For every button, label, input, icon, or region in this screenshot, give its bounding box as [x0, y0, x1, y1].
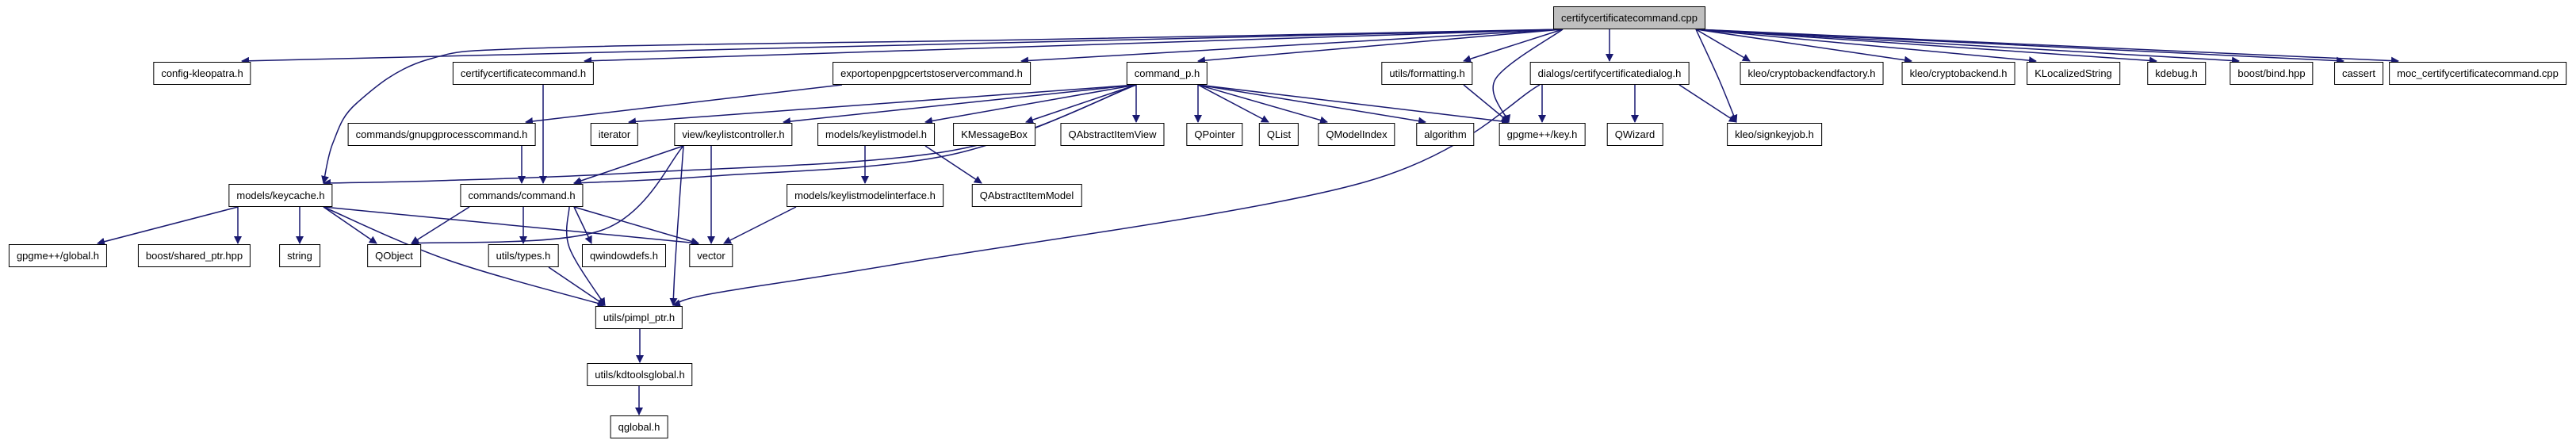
- node-cryptobackend[interactable]: kleo/cryptobackend.h: [1901, 62, 2015, 85]
- edge-cpp-config: [241, 29, 1564, 65]
- node-keylistmodeliface[interactable]: models/keylistmodelinterface.h: [787, 184, 944, 207]
- node-types[interactable]: utils/types.h: [488, 244, 559, 267]
- node-qlist[interactable]: QList: [1258, 123, 1299, 146]
- edge-command_h-vector: [573, 206, 699, 246]
- node-qglobal[interactable]: qglobal.h: [610, 415, 668, 438]
- edge-group: [97, 29, 2399, 415]
- edge-keycache-pimpl: [323, 206, 606, 308]
- edge-command_p-kmessagebox: [1025, 84, 1137, 124]
- node-klocalized[interactable]: KLocalizedString: [2027, 62, 2120, 85]
- edge-cpp-certify_h: [584, 29, 1564, 65]
- node-keycache[interactable]: models/keycache.h: [228, 184, 333, 207]
- edge-cpp-keycache: [321, 29, 1564, 184]
- edge-command_p-qmodelindex: [1197, 84, 1328, 124]
- edge-command_p-algorithm: [1197, 84, 1426, 125]
- node-qobject[interactable]: QObject: [367, 244, 421, 267]
- edge-cpp-formatting: [1463, 29, 1564, 63]
- edge-keylistmodeliface-vector: [723, 206, 797, 244]
- node-gpgmekey[interactable]: gpgme++/key.h: [1499, 123, 1586, 146]
- node-gpgmeglobal[interactable]: gpgme++/global.h: [8, 244, 108, 267]
- node-export_h[interactable]: exportopenpgpcertstoservercommand.h: [833, 62, 1031, 85]
- edge-cpp-moc: [1695, 29, 2399, 65]
- edge-command_p-iterator: [628, 84, 1137, 126]
- node-qwizard[interactable]: QWizard: [1606, 123, 1663, 146]
- edge-command_p-qlist: [1197, 84, 1269, 123]
- node-qmodelindex[interactable]: QModelIndex: [1318, 123, 1395, 146]
- node-iterator[interactable]: iterator: [590, 123, 639, 146]
- edge-types-pimpl: [548, 266, 606, 306]
- node-qabstractitemmodel[interactable]: QAbstractItemModel: [971, 184, 1082, 207]
- edge-cpp-klocalized: [1695, 29, 2037, 65]
- node-qabstractitemview[interactable]: QAbstractItemView: [1060, 123, 1165, 146]
- node-qwindowdefs[interactable]: qwindowdefs.h: [582, 244, 666, 267]
- edge-command_h-qobject: [411, 206, 470, 244]
- node-formatting[interactable]: utils/formatting.h: [1381, 62, 1473, 85]
- edge-cpp-signkeyjob: [1695, 29, 1738, 123]
- node-sharedptr[interactable]: boost/shared_ptr.hpp: [137, 244, 251, 267]
- edge-dialog-signkeyjob: [1678, 84, 1737, 123]
- node-command_h[interactable]: commands/command.h: [460, 184, 584, 207]
- node-vector[interactable]: vector: [689, 244, 733, 267]
- edge-keylistctl-pimpl: [669, 145, 684, 306]
- node-kmessagebox[interactable]: KMessageBox: [953, 123, 1035, 146]
- node-keylistctl[interactable]: view/keylistcontroller.h: [674, 123, 793, 146]
- node-cpp: certifycertificatecommand.cpp: [1553, 6, 1705, 29]
- node-signkeyjob[interactable]: kleo/signkeyjob.h: [1727, 123, 1822, 146]
- node-gnupg[interactable]: commands/gnupgprocesscommand.h: [347, 123, 536, 146]
- node-certify_h[interactable]: certifycertificatecommand.h: [452, 62, 595, 85]
- edge-cpp-cryptobackend: [1695, 29, 1912, 64]
- node-kdebug[interactable]: kdebug.h: [2147, 62, 2206, 85]
- edge-cpp-kdebug: [1695, 29, 2157, 65]
- edge-formatting-gpgmekey: [1463, 84, 1510, 123]
- edge-command_p-keylistctl: [783, 84, 1137, 126]
- node-dialog[interactable]: dialogs/certifycertificatedialog.h: [1529, 62, 1690, 85]
- edge-keycache-qobject: [323, 206, 377, 244]
- edge-cpp-boostbind: [1695, 29, 2240, 65]
- edge-cpp-command_p: [1197, 29, 1564, 65]
- node-keylistmodel[interactable]: models/keylistmodel.h: [817, 123, 935, 146]
- edge-command_p-gpgmekey: [1197, 84, 1510, 125]
- edge-keylistctl-command_h: [573, 145, 684, 185]
- node-pimpl[interactable]: utils/pimpl_ptr.h: [595, 306, 683, 329]
- node-config[interactable]: config-kleopatra.h: [153, 62, 251, 85]
- node-factory[interactable]: kleo/cryptobackendfactory.h: [1740, 62, 1884, 85]
- node-string[interactable]: string: [279, 244, 320, 267]
- edge-keylistmodel-qabstractitemmodel: [924, 145, 982, 184]
- edge-keycache-vector: [323, 206, 699, 247]
- edge-export_h-gnupg: [525, 84, 843, 125]
- edge-command_h-qwindowdefs: [573, 206, 592, 244]
- node-kdtools[interactable]: utils/kdtoolsglobal.h: [587, 363, 693, 386]
- node-cassert[interactable]: cassert: [2334, 62, 2383, 85]
- node-boostbind[interactable]: boost/bind.hpp: [2230, 62, 2314, 85]
- edge-cpp-cassert: [1695, 29, 2344, 65]
- node-algorithm[interactable]: algorithm: [1416, 123, 1475, 146]
- node-qpointer[interactable]: QPointer: [1186, 123, 1243, 146]
- edge-keycache-gpgmeglobal: [97, 206, 239, 246]
- edge-cpp-factory: [1695, 29, 1751, 62]
- node-moc[interactable]: moc_certifycertificatecommand.cpp: [2389, 62, 2566, 85]
- edge-command_p-keylistmodel: [924, 84, 1137, 125]
- edge-cpp-export_h: [1020, 29, 1564, 65]
- node-command_p[interactable]: command_p.h: [1126, 62, 1208, 85]
